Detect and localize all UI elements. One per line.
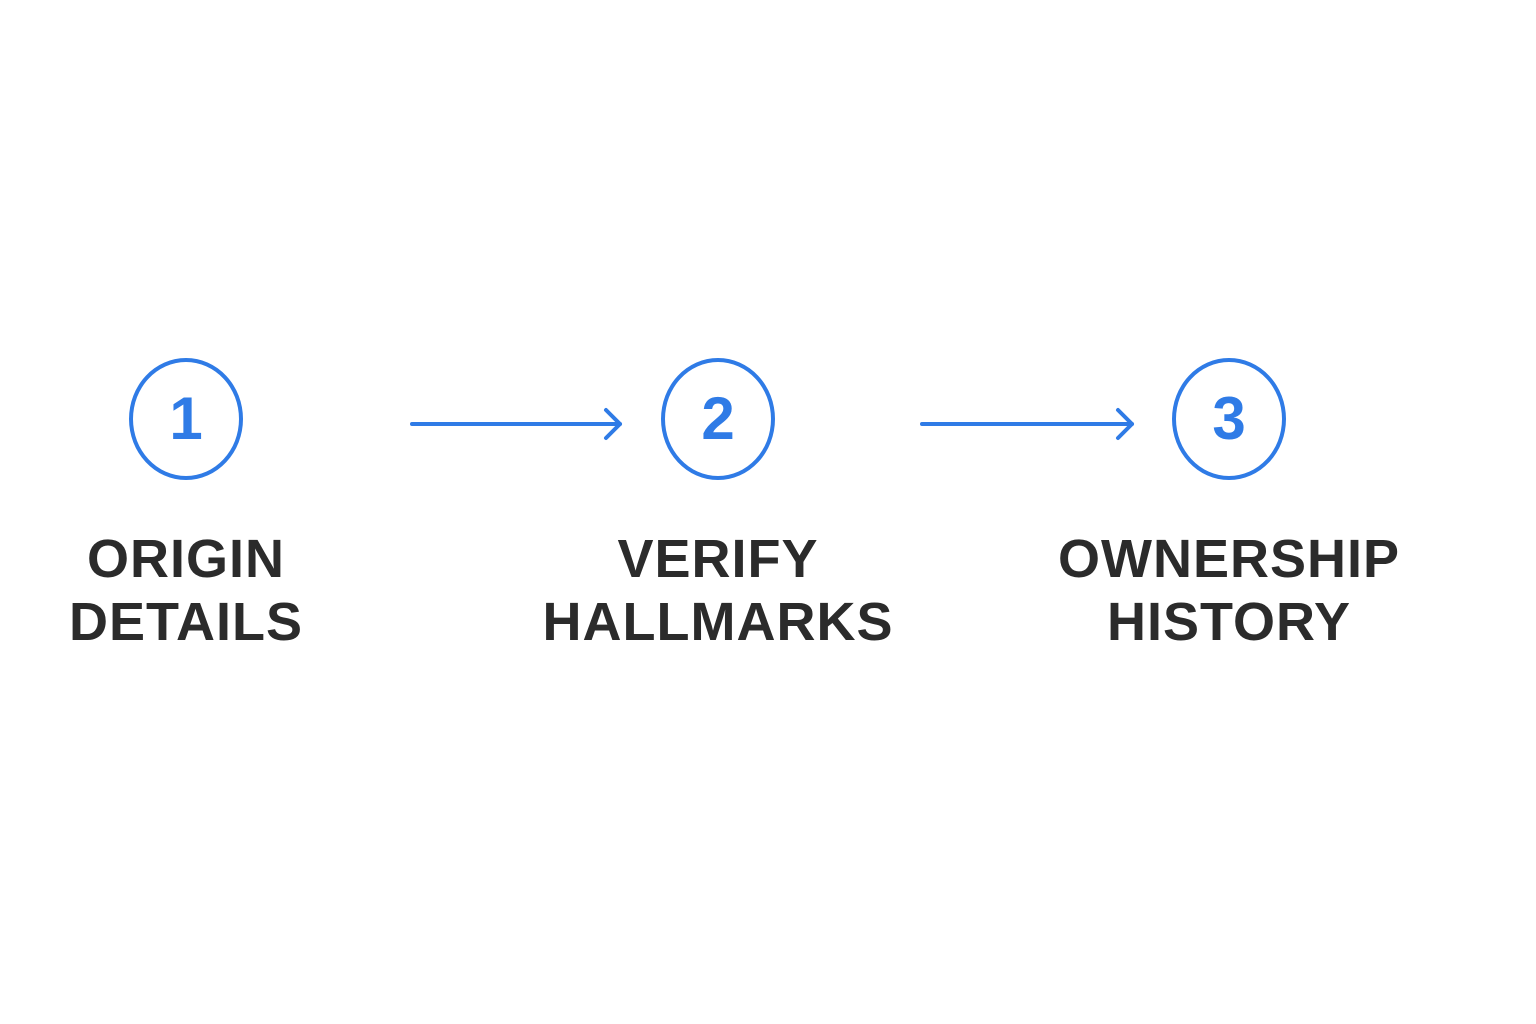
step-number: 3 xyxy=(1212,385,1246,452)
step-number-badge: 3 xyxy=(1172,358,1286,480)
step-number-badge: 2 xyxy=(661,358,775,480)
step-number: 1 xyxy=(169,385,203,452)
step-number: 2 xyxy=(701,385,735,452)
step-origin-details: 1 ORIGIN DETAILS xyxy=(0,358,396,654)
step-label-line1: OWNERSHIP xyxy=(1057,529,1401,589)
right-arrow-icon xyxy=(920,408,1134,440)
step-label: VERIFY HALLMARKS xyxy=(543,528,894,654)
step-ownership-history: 3 OWNERSHIP HISTORY xyxy=(1019,358,1439,654)
step-label-line2: HALLMARKS xyxy=(542,592,894,652)
step-number-badge: 1 xyxy=(129,358,243,480)
step-verify-hallmarks: 2 VERIFY HALLMARKS xyxy=(508,358,928,654)
step-label-line2: DETAILS xyxy=(69,592,303,652)
right-arrow-icon xyxy=(410,408,622,440)
step-label: ORIGIN DETAILS xyxy=(69,528,303,654)
step-label-line1: VERIFY xyxy=(617,529,819,589)
step-label-line2: HISTORY xyxy=(1106,592,1352,652)
step-label: OWNERSHIP HISTORY xyxy=(1058,528,1400,654)
step-label-line1: ORIGIN xyxy=(86,529,285,589)
